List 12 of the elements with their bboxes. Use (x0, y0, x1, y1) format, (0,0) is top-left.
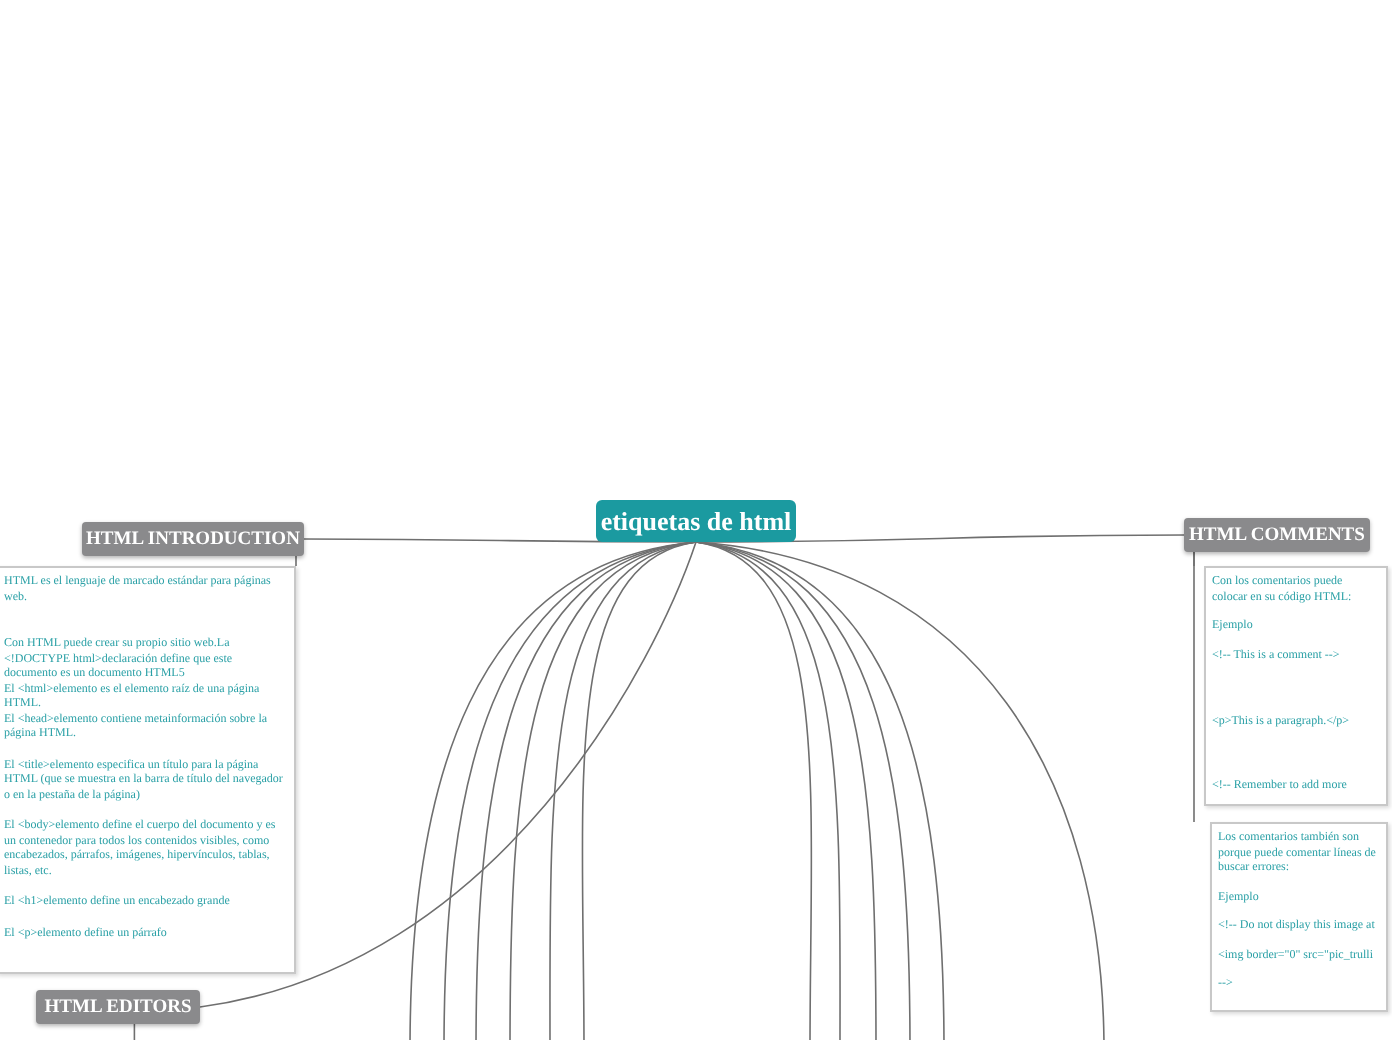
central-topic-box: etiquetas de html (596, 500, 796, 542)
topic-box: HTML INTRODUCTION (82, 522, 304, 556)
connector-line (581, 541, 697, 1040)
topic-box: HTML EDITORS (36, 990, 200, 1024)
connector-line (199, 541, 697, 1008)
note-card (0, 566, 296, 974)
connector-line (695, 541, 841, 1040)
topic-box: HTML COMMENTS (1184, 518, 1370, 552)
connector-line (1193, 551, 1195, 823)
connector-line (295, 555, 297, 567)
note-card (1210, 822, 1388, 1012)
note-card (1204, 566, 1388, 806)
